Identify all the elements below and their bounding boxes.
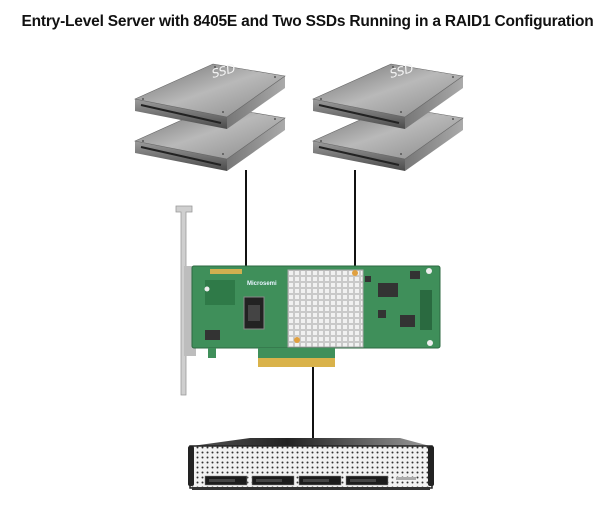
raid-card-8405e: Microsemi [175, 205, 441, 396]
ssd-stacks: SSD SSD [134, 61, 464, 171]
ssd-label: SSD [210, 61, 237, 81]
ssd-right-1: SSD [312, 61, 464, 129]
diagram-title: Entry-Level Server with 8405E and Two SS… [21, 13, 594, 30]
ssd-label: SSD [388, 61, 415, 81]
pcie-gold-fingers [258, 358, 335, 367]
heatsink [287, 269, 364, 348]
microsemi-logo: Microsemi [247, 281, 277, 287]
svg-text:Microsemi: Microsemi [247, 281, 277, 287]
server-chassis [188, 438, 434, 490]
ssd-right-2 [312, 105, 464, 171]
ssd-left-2 [134, 105, 286, 171]
ssd-left-1: SSD [134, 61, 286, 129]
